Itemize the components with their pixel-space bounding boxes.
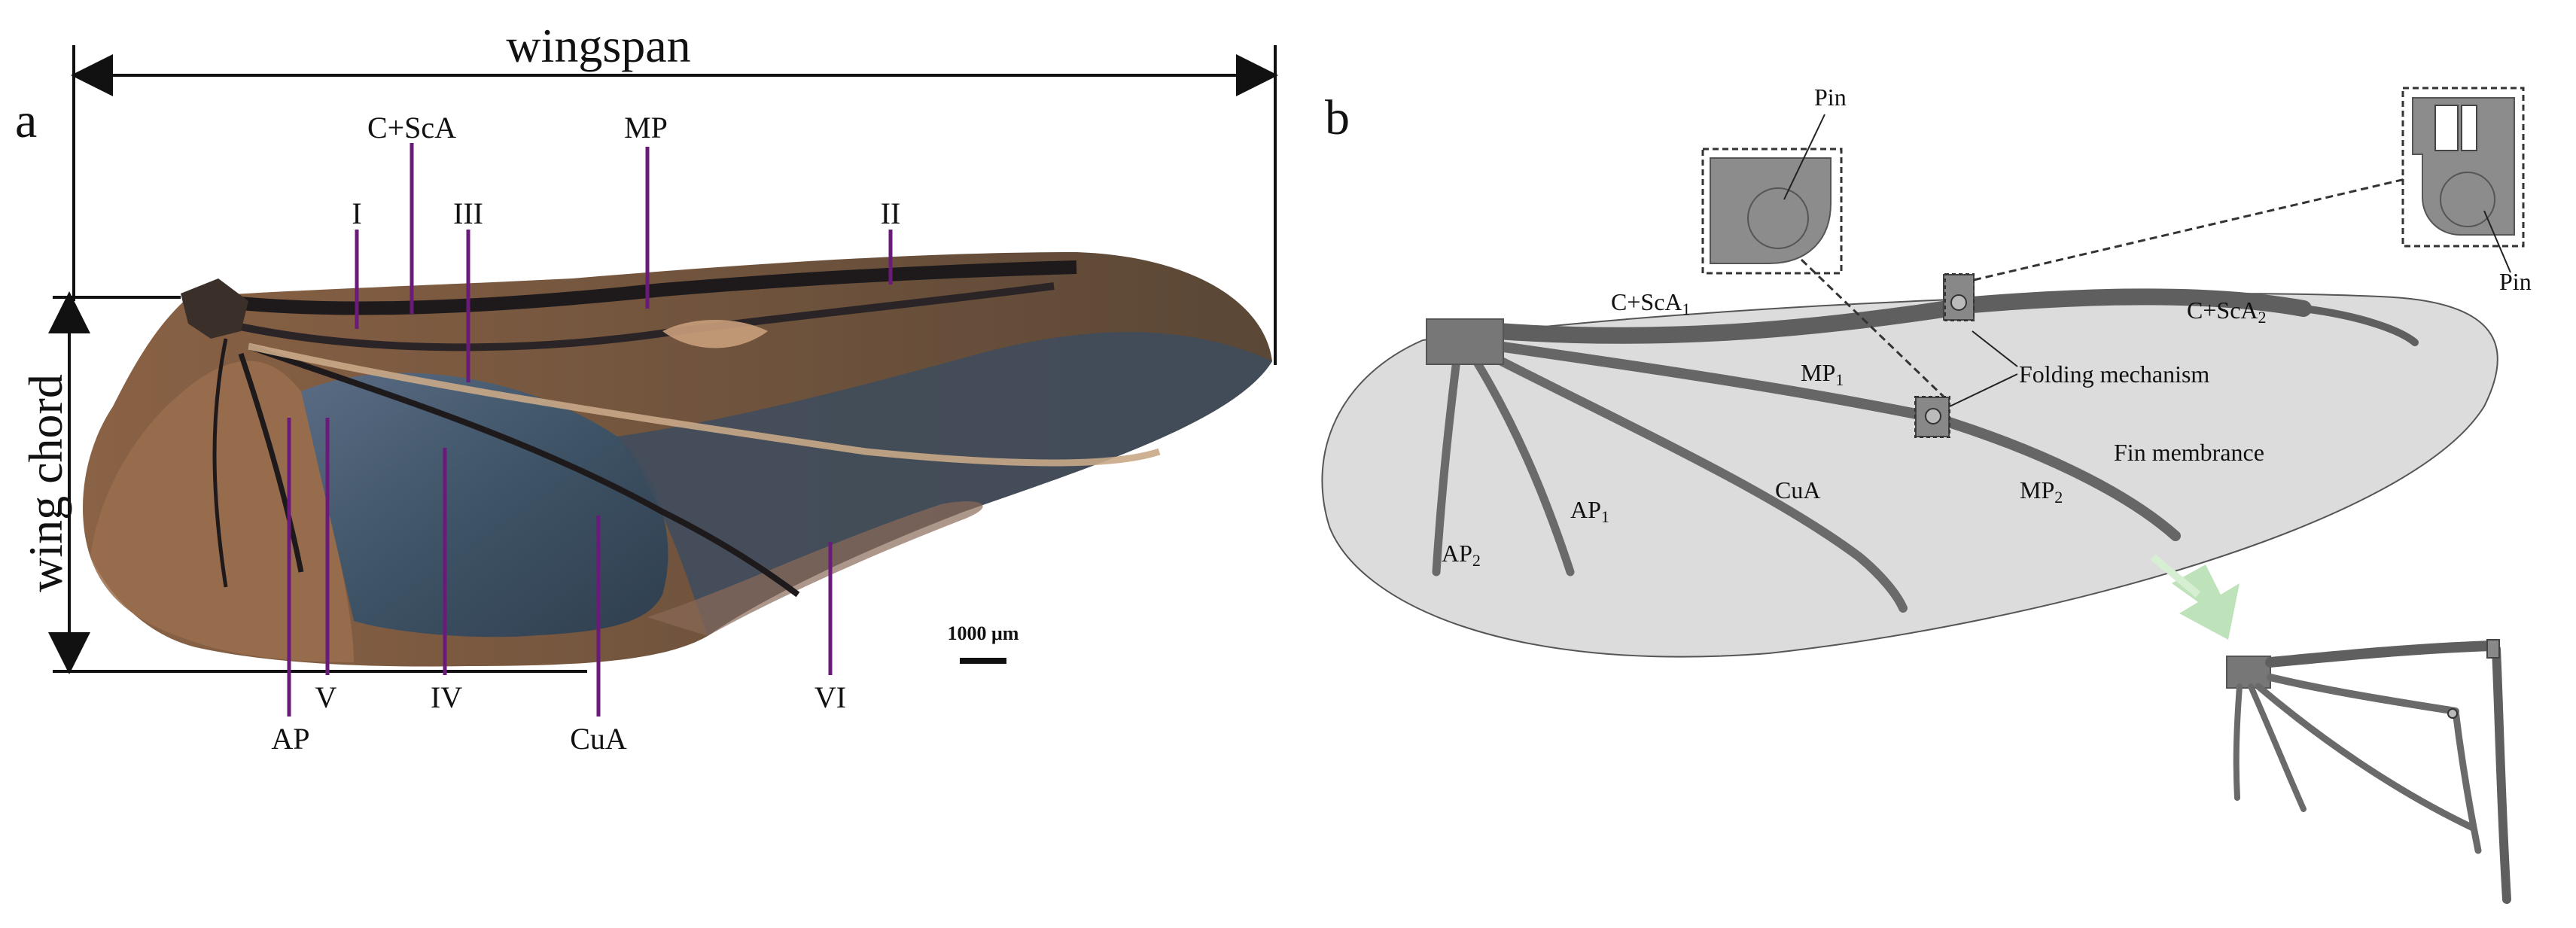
inset-left-box (1701, 148, 1843, 275)
panel-b-letter: b (1325, 90, 1350, 145)
folding-joint-upper-pin (1950, 294, 1967, 311)
light-vein (248, 342, 1161, 467)
label-roman-III: III (453, 196, 483, 230)
label-ap2: AP2 (1442, 540, 1481, 570)
model-veins (1432, 288, 2419, 613)
folding-joint-upper-box (1944, 273, 1975, 321)
label-ap2-main: AP (1442, 540, 1472, 567)
scale-bar-label: 1000 μm (948, 622, 1019, 644)
green-arrow (2172, 564, 2240, 640)
panel-b: b Pin (1321, 84, 2532, 904)
folded-joint-lower (2447, 708, 2458, 719)
folded-vein-ap2 (2233, 683, 2243, 801)
folding-joint-lower-pin (1925, 408, 1941, 424)
folded-vein-cua (2255, 683, 2477, 832)
wingspan-label: wingspan (506, 19, 690, 72)
leader-folding-lower (1949, 373, 2018, 407)
folded-wing (2226, 639, 2511, 904)
connector-left (1800, 258, 1946, 399)
label-mp2: MP2 (2020, 476, 2063, 507)
inset-right-slot-2 (2461, 105, 2477, 151)
label-pin-top: Pin (1814, 84, 1847, 111)
label-cua: CuA (570, 722, 627, 756)
green-arrow-trail (2150, 554, 2201, 598)
inset-right-slot (2434, 105, 2459, 151)
label-ap2-sub: 2 (1472, 551, 1481, 570)
label-folding-mechanism: Folding mechanism (2019, 361, 2209, 388)
folded-joint-upper (2486, 639, 2500, 659)
marker-lines (287, 143, 893, 717)
vein-ap1 (1471, 355, 1575, 577)
wing-hind-margin (647, 501, 983, 636)
inset-left-pin (1747, 187, 1809, 249)
vein-cua (1482, 349, 1908, 613)
folded-base-block (2226, 656, 2271, 689)
label-mp1: MP1 (1801, 359, 1844, 389)
label-cua-b: CuA (1775, 476, 1820, 504)
label-c-sca2: C+ScA2 (2187, 297, 2267, 327)
folding-joint-lower-box (1914, 396, 1950, 438)
inset-right-pin (2440, 172, 2495, 227)
scale-bar (960, 658, 1006, 664)
label-ap1-main: AP (1570, 496, 1601, 523)
label-c-sca2-main: C+ScA (2187, 297, 2258, 324)
label-mp2-sub: 2 (2054, 488, 2063, 507)
leader-pin-top (1783, 114, 1825, 200)
base-block (1426, 318, 1504, 365)
leader-pin-right (2483, 210, 2511, 273)
wing-apical-region (617, 332, 1272, 636)
folding-arrow (2150, 554, 2240, 640)
label-mp2-main: MP (2020, 476, 2054, 504)
label-c-sca1-main: C+ScA (1611, 288, 1682, 315)
anal-vein-photo (212, 338, 228, 588)
folded-vein-mp2 (2452, 707, 2482, 854)
label-ap1: AP1 (1570, 496, 1609, 526)
wing-joint-highlight (662, 320, 768, 348)
folded-vein-ap1 (2248, 683, 2307, 812)
connector-right (1973, 178, 2406, 281)
label-c-sca1-sub: 1 (1682, 300, 1691, 318)
vein-mp (1493, 341, 2181, 541)
label-c-sca: C+ScA (367, 111, 456, 145)
label-roman-V: V (315, 680, 337, 714)
label-mp: MP (624, 111, 668, 145)
label-mp1-sub: 1 (1835, 370, 1844, 389)
vein-ap2 (1432, 355, 1461, 577)
label-mp1-main: MP (1801, 359, 1835, 386)
label-ap1-sub: 1 (1601, 507, 1609, 526)
folded-vein-c-sca (2265, 640, 2497, 668)
label-roman-II: II (881, 196, 901, 230)
cua-vein-photo (247, 343, 800, 598)
label-ap: AP (271, 722, 309, 756)
leader-folding-upper (1972, 330, 2018, 367)
label-c-sca1: C+ScA1 (1611, 288, 1691, 318)
label-roman-IV: IV (431, 680, 462, 714)
label-roman-I: I (352, 196, 361, 230)
wing-chord-label: wing chord (19, 374, 72, 592)
panel-a: a wingspan wing chord (15, 19, 1278, 756)
label-roman-VI: VI (815, 680, 846, 714)
wing-base (181, 278, 248, 339)
inset-right-box (2401, 87, 2525, 248)
label-fin-membrance: Fin membrance (2114, 439, 2264, 466)
label-c-sca2-sub: 2 (2258, 308, 2267, 327)
wing-blue-region (301, 373, 668, 637)
label-pin-right: Pin (2499, 268, 2532, 295)
ap-vein-photo (238, 352, 304, 573)
folded-vein-mp (2267, 674, 2459, 715)
vein-c-sca-tip (2300, 305, 2419, 346)
panel-a-letter: a (15, 93, 37, 148)
costal-vein (187, 260, 1077, 315)
folded-vein-tip (2492, 644, 2511, 904)
insect-wing-photo (83, 252, 1272, 667)
